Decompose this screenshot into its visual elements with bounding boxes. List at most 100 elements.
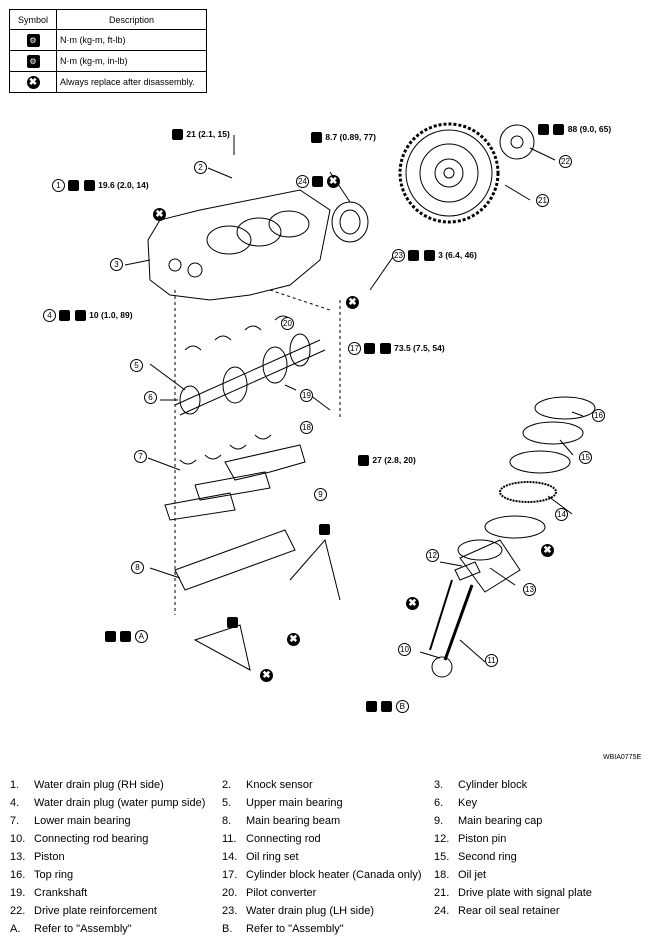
callout-4: 4 10 (1.0, 89) [43, 309, 133, 323]
torque-wrench-icon [358, 455, 369, 467]
callout-13: 13 [523, 583, 536, 597]
legend-desc-1: N·m (kg-m, ft-lb) [56, 29, 207, 51]
sealant-icon [364, 343, 376, 355]
torque-wrench-icon [381, 701, 393, 713]
callout-10: 10 [398, 643, 411, 657]
callout-24: 24 ✖ [296, 175, 340, 189]
torque-wrench-icon [83, 180, 95, 192]
connecting-rod-drawing [443, 584, 474, 661]
main-bearing-beam-drawing [174, 529, 296, 591]
callout-14: 14 [555, 508, 568, 522]
replace-x-icon: ✖ [153, 208, 166, 221]
callout-b: B [365, 700, 409, 714]
replace-x-icon: ✖ [541, 544, 554, 557]
replace-x-icon: ✖ [406, 597, 419, 610]
torque-wrench-icon [172, 129, 183, 141]
piston-drawing [459, 539, 521, 593]
callout-replace-x-1: ✖ [153, 208, 166, 221]
callout-3: 3 [110, 258, 123, 272]
seal-lower-drawing [193, 624, 251, 671]
second-ring-drawing [522, 421, 584, 445]
callout-replace-x-seal-lower: ✖ [260, 669, 273, 682]
callout-7: 7 [134, 450, 147, 464]
parts-row: 19.Crankshaft 20.Pilot converter 21.Driv… [10, 887, 592, 899]
diagram-art [124, 122, 596, 678]
callout-22: 22 [559, 155, 572, 169]
main-bearing-cap-drawing [224, 444, 306, 481]
callout-replace-x-seal: ✖ [287, 633, 300, 646]
oil-ring-drawing [499, 481, 557, 503]
replace-x-icon: ✖ [260, 669, 273, 682]
procedure-icon [538, 124, 549, 136]
replace-x-icon: ✖ [326, 175, 340, 188]
seal-upper-drawing [289, 538, 341, 601]
seal-retainer-drawing [331, 201, 369, 243]
callout-11: 11 [485, 654, 498, 668]
callout-8: 8 [131, 561, 144, 575]
callout-21: 21 [536, 194, 549, 208]
legend-header-symbol: Symbol [9, 9, 57, 30]
parts-row: 4.Water drain plug (water pump side) 5.U… [10, 797, 477, 809]
sealant-icon [319, 524, 330, 536]
legend-desc-3: Always replace after disassembly. [56, 71, 207, 93]
torque-wrench-small-icon: ⚙ [26, 54, 40, 68]
upper-bearings-drawing [184, 315, 292, 351]
sealant-icon [408, 250, 420, 262]
exploded-view-diagram: 1 19.6 (2.0, 14) 21 (2.1, 15) 2 ✖ 3 4 10… [0, 100, 650, 770]
callout-sealant-1 [318, 523, 331, 536]
parts-row: 13.Piston 14.Oil ring set 15.Second ring [10, 851, 517, 863]
cylinder-block-drawing [147, 189, 331, 301]
callout-torque-knock-sensor: 21 (2.1, 15) [171, 128, 230, 141]
callout-15: 15 [579, 451, 592, 465]
callout-torque-oil-jet: 27 (2.8, 20) [357, 454, 416, 467]
lower-bearings-drawing [179, 434, 272, 465]
callout-12: 12 [426, 549, 439, 563]
torque-wrench-icon [120, 631, 132, 643]
replace-x-icon: ✖ [26, 75, 40, 89]
callout-6: 6 [144, 391, 157, 405]
parts-row: A.Refer to "Assembly" B.Refer to "Assemb… [10, 923, 344, 935]
leader-lines [124, 135, 584, 663]
callout-a: A [104, 630, 148, 644]
callout-2: 2 [194, 161, 207, 175]
procedure-icon [105, 631, 116, 643]
callout-19: 19 [300, 389, 313, 403]
parts-row: 16.Top ring 17.Cylinder block heater (Ca… [10, 869, 487, 881]
callout-23: 23 3 (6.4, 46) [392, 249, 477, 263]
sealant-icon [227, 617, 238, 629]
figure-code: WBIA0775E [603, 754, 642, 761]
parts-list: 1.Water drain plug (RH side) 2.Knock sen… [10, 776, 640, 938]
replace-x-icon: ✖ [287, 633, 300, 646]
callout-20: 20 [281, 317, 294, 331]
reinforcement-plate-drawing [499, 124, 535, 160]
parts-row: 22.Drive plate reinforcement 23.Water dr… [10, 905, 560, 917]
callout-18: 18 [300, 421, 313, 435]
torque-wrench-icon [423, 250, 435, 262]
sealant-icon [68, 180, 80, 192]
callout-9: 9 [314, 488, 327, 502]
callout-torque-drive-plate: 88 (9.0, 65) [537, 123, 611, 136]
callout-1: 1 19.6 (2.0, 14) [52, 179, 149, 193]
torque-wrench-icon [379, 343, 391, 355]
sealant-icon [312, 176, 324, 188]
top-ring-drawing [534, 396, 596, 420]
callout-torque-seal-retainer: 8.7 (0.89, 77) [310, 131, 376, 144]
sealant-icon [59, 310, 71, 322]
piston-pin-drawing [454, 561, 481, 581]
parts-row: 1.Water drain plug (RH side) 2.Knock sen… [10, 779, 528, 791]
callout-17: 17 73.5 (7.5, 54) [348, 342, 445, 356]
callout-5: 5 [130, 359, 143, 373]
parts-row: 10.Connecting rod bearing 11.Connecting … [10, 833, 507, 845]
torque-wrench-icon [553, 124, 565, 136]
drive-plate-drawing [398, 122, 500, 224]
procedure-icon [366, 701, 377, 713]
legend-desc-2: N·m (kg-m, in-lb) [56, 50, 207, 72]
callout-replace-x-12: ✖ [406, 597, 419, 610]
torque-wrench-small-icon [311, 132, 322, 144]
callout-replace-x-13: ✖ [541, 544, 554, 557]
torque-wrench-icon: ⚙ [26, 33, 40, 47]
replace-x-icon: ✖ [346, 296, 359, 309]
torque-wrench-icon [74, 310, 86, 322]
crankshaft-drawing [174, 333, 326, 416]
legend-header-description: Description [56, 9, 207, 30]
